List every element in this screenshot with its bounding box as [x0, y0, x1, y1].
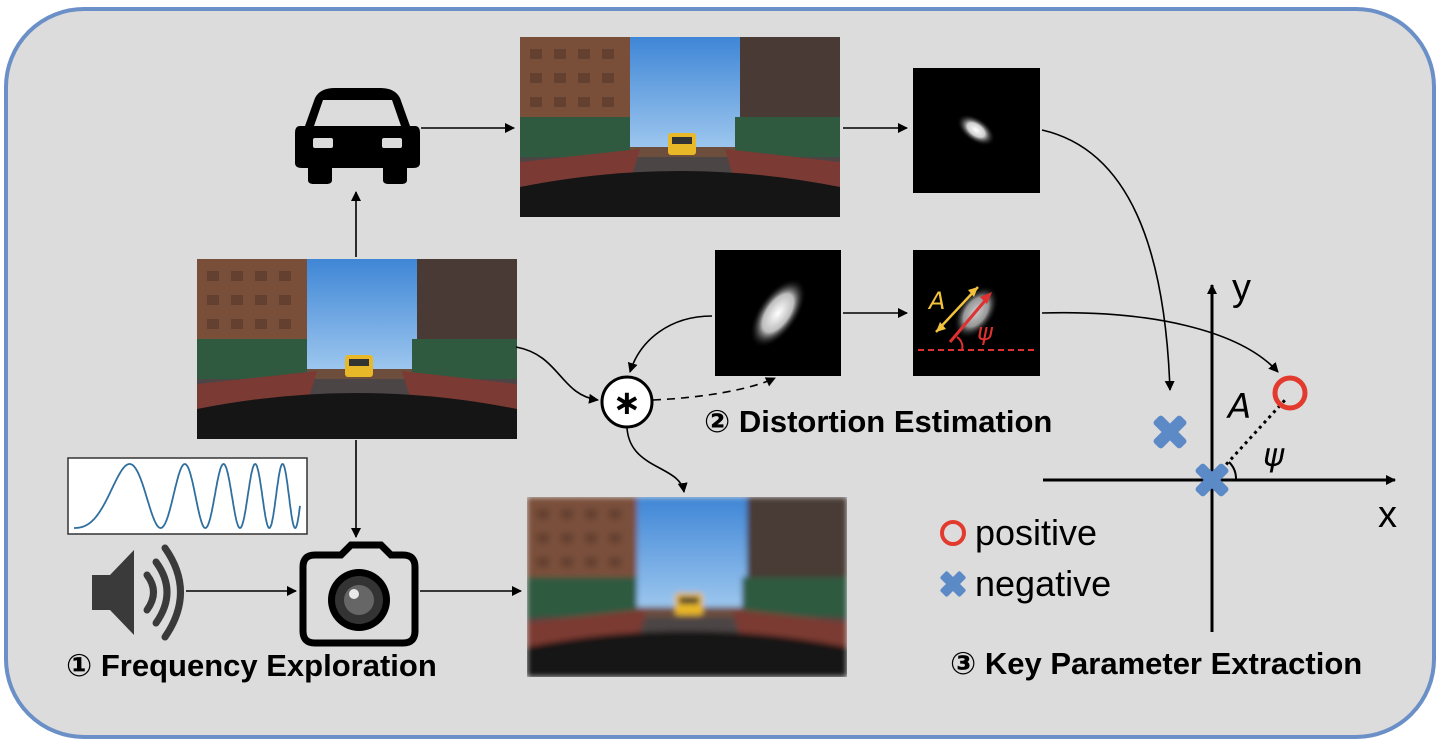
parameter-amplitude-label: A	[1226, 387, 1251, 427]
y-axis-label: y	[1232, 267, 1251, 309]
step-distortion-estimation-label: ② Distortion Estimation	[704, 404, 1053, 439]
convolution-symbol: ∗	[613, 383, 642, 423]
legend-positive-marker	[940, 520, 966, 546]
positive-point-marker	[1272, 375, 1308, 411]
legend-positive-label: positive	[975, 512, 1098, 553]
blurred-scene-photo	[527, 497, 847, 677]
x-axis-label: x	[1378, 494, 1397, 536]
speaker-icon	[92, 544, 184, 641]
step-key-parameter-extraction-label: ③ Key Parameter Extraction	[950, 646, 1363, 681]
chirp-signal-icon	[67, 457, 308, 535]
legend-negative-label: negative	[975, 563, 1112, 604]
negative-point-marker	[1153, 415, 1187, 449]
kernel-annotated	[913, 250, 1040, 376]
step-frequency-exploration-label: ① Frequency Exploration	[66, 648, 437, 683]
car-icon	[295, 88, 420, 184]
origin-point-marker	[1195, 463, 1229, 497]
kernel-estimated	[715, 250, 841, 376]
kernel-angle-label: ψ	[977, 318, 994, 346]
car-camera-scene-photo	[520, 37, 840, 217]
convolution-icon	[600, 375, 654, 429]
legend-negative-marker	[940, 571, 966, 597]
flow-arrows	[186, 123, 1279, 596]
camera-icon	[299, 541, 419, 647]
kernel-amplitude-label: A	[927, 287, 945, 315]
kernel-observed	[913, 68, 1040, 193]
clean-scene-photo	[197, 259, 517, 439]
parameter-angle-label: ψ	[1263, 436, 1285, 474]
